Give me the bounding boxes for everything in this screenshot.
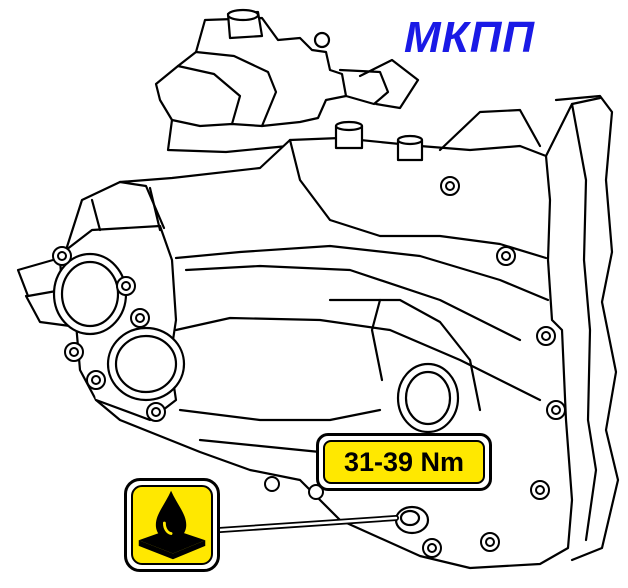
torque-label: 31-39 Nm [323, 440, 485, 484]
oil-badge [124, 478, 220, 572]
oil-drop-icon [131, 485, 213, 565]
torque-callout: 31-39 Nm [316, 433, 492, 491]
diagram-title: МКПП [404, 13, 535, 62]
